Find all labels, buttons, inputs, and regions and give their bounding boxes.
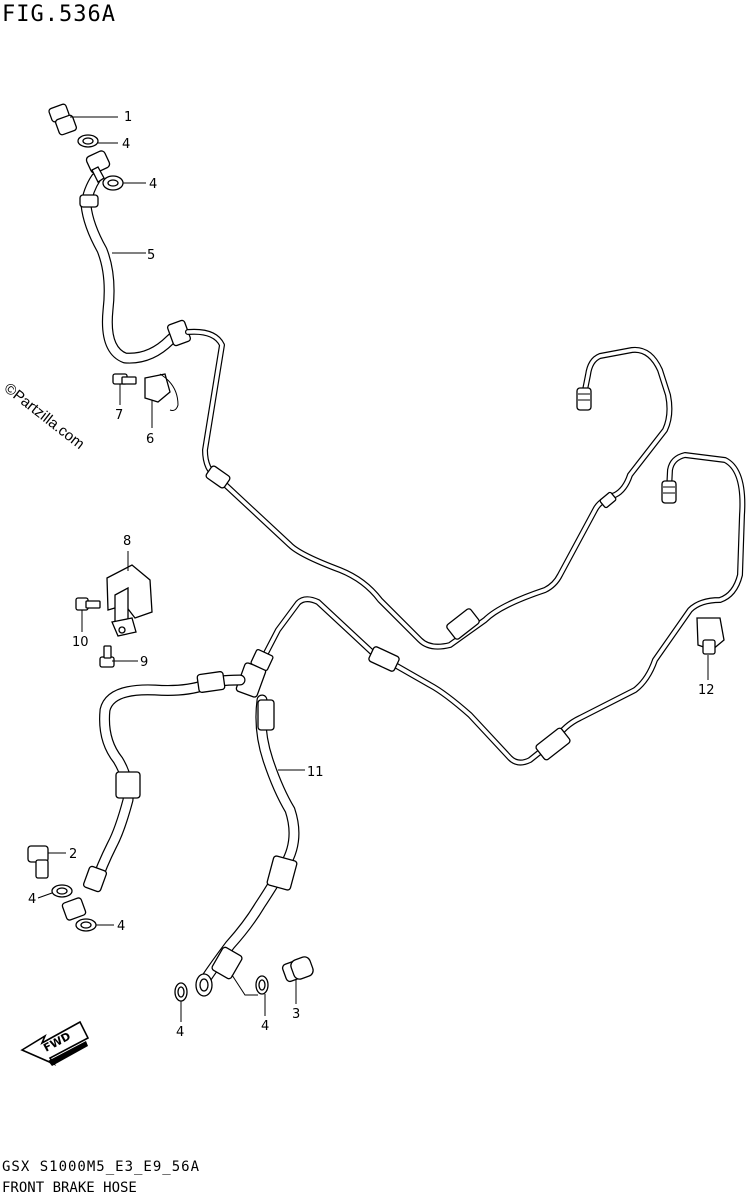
brake-pipe-a[interactable] <box>185 328 673 650</box>
callout-4b: 4 <box>149 177 157 192</box>
union-bolt-top <box>48 103 77 136</box>
right-lower-brake-hose[interactable] <box>199 694 300 996</box>
callout-7: 7 <box>115 408 123 423</box>
clamp-12 <box>696 617 725 655</box>
callout-2: 2 <box>69 847 77 862</box>
brake-pipe-b[interactable] <box>262 452 746 766</box>
bolt-10 <box>75 597 101 611</box>
bolt-9 <box>99 645 115 668</box>
callout-5: 5 <box>147 248 155 263</box>
footer-name: FRONT BRAKE HOSE <box>2 1180 137 1196</box>
union-bolt-3 <box>281 956 314 983</box>
callout-3: 3 <box>292 1007 300 1022</box>
callout-labels: 1 4 4 5 7 6 8 10 9 12 11 2 4 4 4 4 3 <box>28 110 715 1040</box>
callout-leaders <box>37 116 709 1022</box>
callout-11: 11 <box>307 765 324 780</box>
hose-junction <box>235 648 274 698</box>
figure-title: FIG.536A <box>2 2 116 27</box>
footer-code: GSX S1000M5_E3_E9_56A <box>2 1159 201 1175</box>
callout-4a: 4 <box>122 137 130 152</box>
left-lower-brake-hose[interactable] <box>61 671 246 921</box>
bracket-8 <box>106 564 153 637</box>
bolt-7 <box>112 373 137 385</box>
callout-4f: 4 <box>261 1019 269 1034</box>
fwd-arrow: FWD <box>20 1020 90 1066</box>
callout-8: 8 <box>123 534 131 549</box>
clamp-6 <box>144 373 179 411</box>
union-bolt-2 <box>27 845 49 879</box>
callout-12: 12 <box>698 683 715 698</box>
callout-10: 10 <box>72 635 89 650</box>
callout-4d: 4 <box>117 919 125 934</box>
callout-9: 9 <box>140 655 148 670</box>
callout-1a: 1 <box>124 110 132 125</box>
callout-4c: 4 <box>28 892 36 907</box>
callout-6: 6 <box>146 432 154 447</box>
callout-4e: 4 <box>176 1025 184 1040</box>
upper-brake-hose[interactable] <box>79 150 192 364</box>
